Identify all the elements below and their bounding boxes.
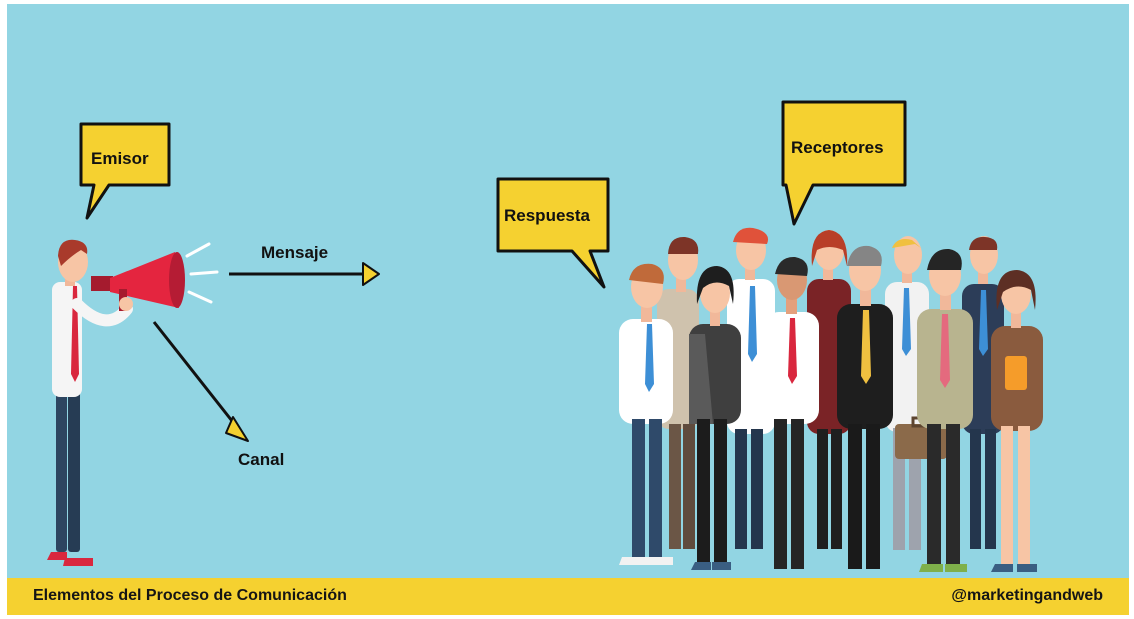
respuesta-label: Respuesta xyxy=(504,206,590,225)
person-icon xyxy=(991,270,1043,572)
communication-scene: Emisor Receptores Respuesta Mensaje Cana… xyxy=(7,4,1129,578)
footer-handle: @marketingandweb xyxy=(951,587,1103,604)
mensaje-arrow xyxy=(229,262,380,286)
receptores-crowd xyxy=(619,227,1043,572)
person-icon xyxy=(689,266,741,570)
person-icon xyxy=(917,248,973,572)
mensaje-label: Mensaje xyxy=(261,243,329,262)
person-icon xyxy=(765,256,819,569)
canal-arrow xyxy=(152,321,249,442)
respuesta-bubble xyxy=(496,177,610,289)
person-icon xyxy=(619,263,673,565)
scene-art xyxy=(47,100,1043,572)
emisor-label: Emisor xyxy=(91,149,149,168)
receptores-label: Receptores xyxy=(791,138,884,157)
emisor-person xyxy=(47,239,219,566)
footer-title: Elementos del Proceso de Comunicación xyxy=(33,587,347,604)
canal-label: Canal xyxy=(238,450,285,469)
emisor-bubble xyxy=(79,122,171,220)
receptores-bubble xyxy=(781,100,907,226)
footer-bar: Elementos del Proceso de Comunicación @m… xyxy=(7,578,1129,615)
